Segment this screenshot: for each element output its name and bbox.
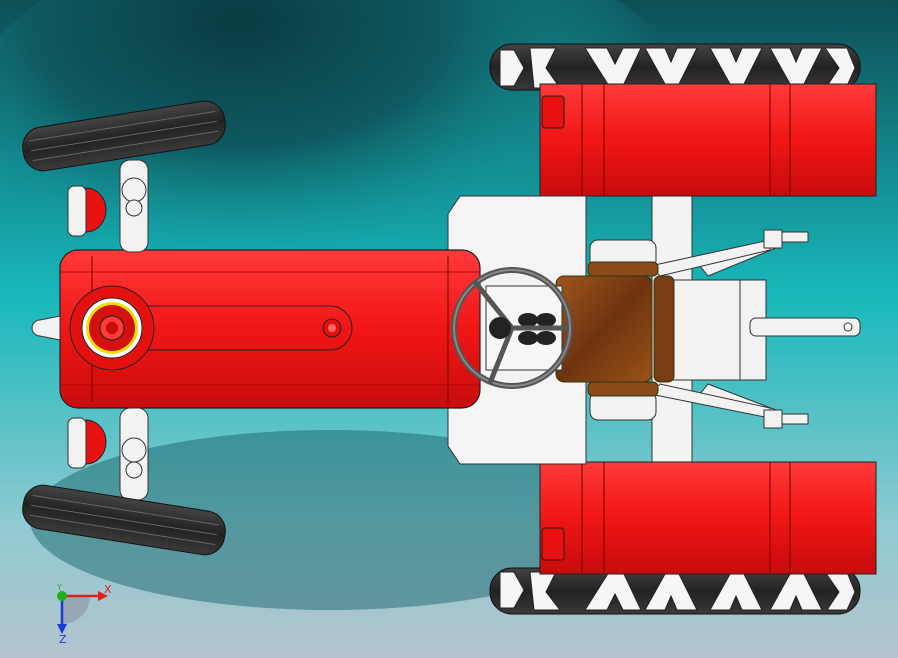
steering-wheel [451,267,573,389]
pedals [518,313,556,345]
radiator-cap [69,285,155,371]
coordinate-triad: X Y Z [56,583,112,646]
fender-bottom [539,461,877,575]
fender-top [539,83,877,197]
front-wheel-top [22,100,226,172]
triad-z-label: Z [59,633,67,646]
front-wheel-bottom [22,484,226,556]
headlight-bottom [67,417,107,469]
seat [555,261,675,397]
triad-x-label: X [104,583,112,596]
hood [59,249,481,409]
rear-wheel-bottom [489,567,861,615]
headlight-top [67,185,107,237]
three-point-hitch [589,229,861,429]
triad-y-label: Y [56,583,62,592]
rear-wheel-top [489,43,861,91]
front-hitch-eye [31,315,61,341]
